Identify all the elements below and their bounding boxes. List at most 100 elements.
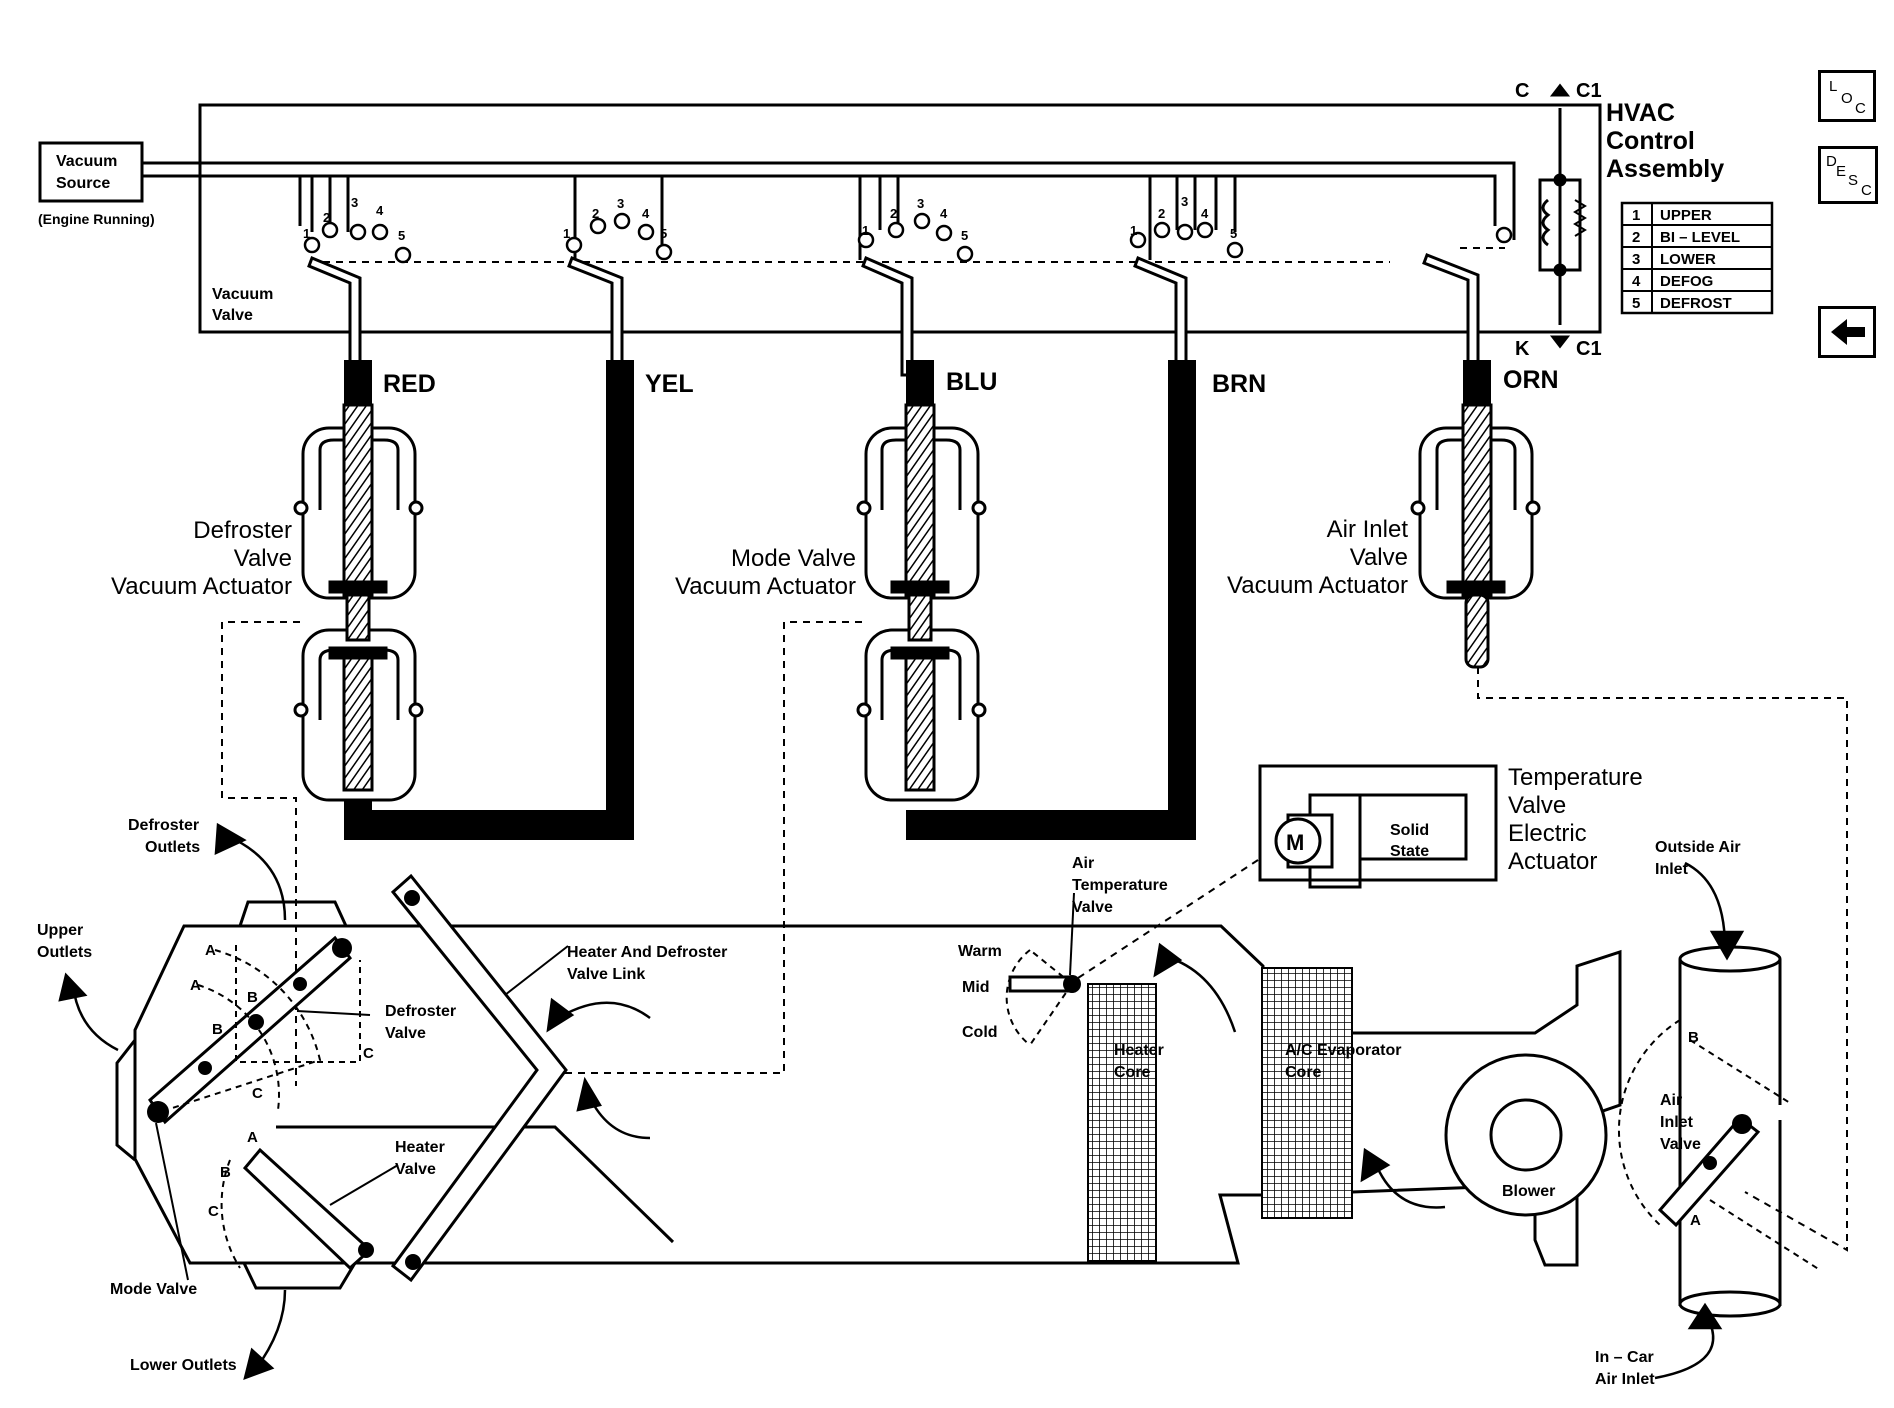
case-labels: Defroster Outlets Upper Outlets Lower Ou… <box>37 817 1741 1388</box>
mode-num-5: 5 <box>1632 295 1640 312</box>
position-letters: A B C A B C A B C B A <box>190 942 1701 1229</box>
connector-labels: C C1 K C1 <box>1515 80 1602 360</box>
connector-c1-top: C1 <box>1576 80 1602 102</box>
desc-letter-c: C <box>1861 182 1872 199</box>
air-inlet-valve-actuator <box>1410 403 1541 669</box>
port-4: 4 <box>376 203 384 218</box>
motor-icon: M <box>1286 830 1304 855</box>
pos-c: C <box>208 1203 219 1220</box>
port-5: 5 <box>660 226 667 241</box>
vacuum-valve-label-1: Vacuum <box>212 286 273 303</box>
air-temp-valve-line2: Temperature <box>1072 877 1168 894</box>
evap-core-line1: A/C Evaporator <box>1285 1042 1401 1059</box>
pos-b: B <box>247 989 258 1006</box>
loc-button[interactable]: L O C <box>1818 70 1876 122</box>
mode-legend-table: 1 UPPER 2 BI – LEVEL 3 LOWER 4 DEFOG 5 D… <box>1620 201 1774 315</box>
temp-actuator-line1: Temperature <box>1508 764 1643 791</box>
solid-state-line1: Solid <box>1390 822 1429 839</box>
cold-label: Cold <box>962 1024 998 1041</box>
engine-running-note: (Engine Running) <box>38 211 155 227</box>
pos-b: B <box>1688 1029 1699 1046</box>
port-3: 3 <box>351 195 358 210</box>
port-4: 4 <box>642 206 650 221</box>
outside-air-line2: Inlet <box>1655 861 1689 878</box>
defroster-valve-line1: Defroster <box>385 1003 456 1020</box>
pos-a: A <box>247 1129 258 1146</box>
port-1: 1 <box>1130 223 1137 238</box>
mid-label: Mid <box>962 979 990 996</box>
air-inlet-actuator-line3: Vacuum Actuator <box>1227 572 1408 599</box>
pos-c: C <box>363 1045 374 1062</box>
port-1: 1 <box>862 223 869 238</box>
heater-valve-line2: Valve <box>395 1161 436 1178</box>
vacuum-valve-ports <box>303 212 1513 264</box>
pos-c: C <box>252 1085 263 1102</box>
mode-defrost: DEFROST <box>1660 295 1732 312</box>
hose-label-blu: BLU <box>946 368 997 396</box>
mode-upper: UPPER <box>1660 207 1712 224</box>
hvac-title-line3: Assembly <box>1606 155 1724 183</box>
evap-core-line2: Core <box>1285 1064 1322 1081</box>
pos-b: B <box>212 1021 223 1038</box>
temperature-electric-actuator <box>1258 764 1498 889</box>
port-3: 3 <box>1181 194 1188 209</box>
heater-valve-line1: Heater <box>395 1139 445 1156</box>
desc-letter-d: D <box>1826 153 1837 170</box>
hose-label-yel: YEL <box>645 370 694 398</box>
pos-a: A <box>1690 1212 1701 1229</box>
defroster-actuator-line1: Defroster <box>193 517 292 544</box>
heater-core-line1: Heater <box>1114 1042 1164 1059</box>
temp-actuator-line3: Electric <box>1508 820 1587 847</box>
pos-a: A <box>205 942 216 959</box>
connector-c1-bottom: C1 <box>1576 338 1602 360</box>
mode-num-1: 1 <box>1632 207 1640 224</box>
hose-label-red: RED <box>383 370 436 398</box>
vacuum-source-box <box>38 141 144 203</box>
temperature-actuator-label: Temperature Valve Electric Actuator <box>1508 764 1643 875</box>
defroster-valve-actuator <box>293 403 424 802</box>
desc-button[interactable]: D E S C <box>1818 146 1878 204</box>
connector-c: C <box>1515 80 1529 102</box>
port-numbers: 1 2 3 4 5 1 2 3 4 5 1 2 3 4 5 1 2 3 4 5 <box>303 194 1237 243</box>
air-inlet-valve-line1: Air <box>1660 1092 1682 1109</box>
leader-lines <box>155 892 1075 1281</box>
back-button[interactable] <box>1818 306 1876 358</box>
air-inlet-valve-line2: Inlet <box>1660 1114 1694 1131</box>
mode-actuator-line2: Vacuum Actuator <box>675 573 856 600</box>
port-5: 5 <box>1230 226 1237 241</box>
hose-label-brn: BRN <box>1212 370 1266 398</box>
defroster-actuator-line2: Valve <box>234 545 292 572</box>
lower-outlets-label: Lower Outlets <box>130 1357 237 1374</box>
pos-b: B <box>220 1164 231 1181</box>
defroster-valve-line2: Valve <box>385 1025 426 1042</box>
solid-state-line2: State <box>1390 843 1429 860</box>
defroster-outlets-line1: Defroster <box>128 817 199 834</box>
port-1: 1 <box>303 226 310 241</box>
warm-label: Warm <box>958 943 1002 960</box>
defroster-actuator-line3: Vacuum Actuator <box>111 573 292 600</box>
loc-letter-l: L <box>1829 78 1838 95</box>
actuator-linkages <box>221 621 1848 1252</box>
hose-label-orn: ORN <box>1503 366 1559 394</box>
air-temp-valve-line1: Air <box>1072 855 1094 872</box>
selector-levers <box>307 253 1480 377</box>
air-inlet-valve-line3: Valve <box>1660 1136 1701 1153</box>
port-5: 5 <box>398 228 405 243</box>
port-2: 2 <box>323 210 330 225</box>
mode-num-3: 3 <box>1632 251 1640 268</box>
vacuum-hoses <box>344 360 1491 840</box>
mode-defog: DEFOG <box>1660 273 1713 290</box>
desc-letter-s: S <box>1848 172 1859 189</box>
port-4: 4 <box>940 206 948 221</box>
incar-air-line2: Air Inlet <box>1595 1371 1655 1388</box>
vacuum-source-line1: Vacuum <box>56 153 117 170</box>
link-label-line2: Valve Link <box>567 966 645 983</box>
port-5: 5 <box>961 228 968 243</box>
air-inlet-actuator-line1: Air Inlet <box>1327 516 1409 543</box>
valve-swing-paths <box>159 945 1821 1271</box>
mode-actuator-line1: Mode Valve <box>731 545 856 572</box>
hvac-title: HVAC Control Assembly <box>1606 99 1724 183</box>
port-3: 3 <box>617 196 624 211</box>
port-2: 2 <box>1158 206 1165 221</box>
temp-actuator-line4: Actuator <box>1508 848 1597 875</box>
